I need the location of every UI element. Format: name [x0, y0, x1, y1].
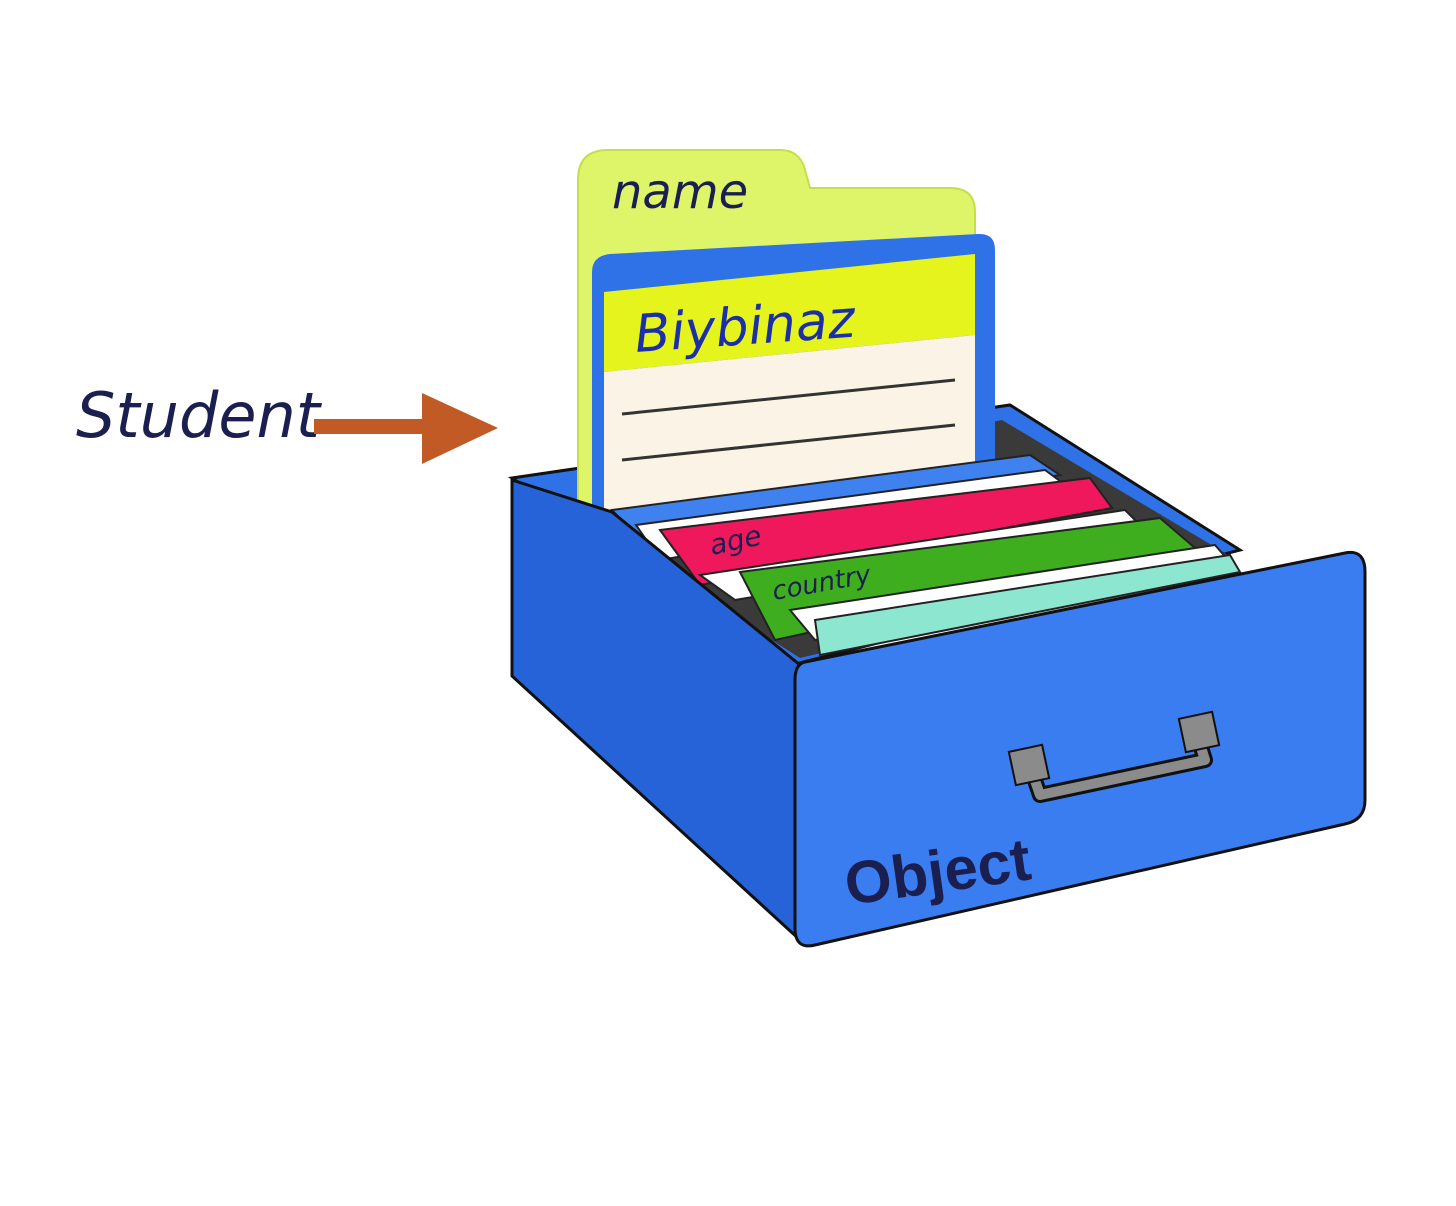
- student-label: Student: [76, 379, 323, 452]
- folder-tab-label: name: [612, 164, 748, 220]
- arrow-icon: [314, 393, 498, 464]
